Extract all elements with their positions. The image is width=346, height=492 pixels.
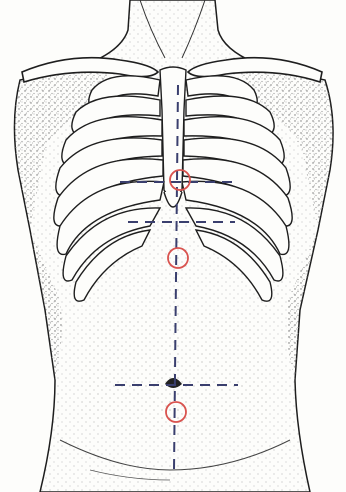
torso-illustration xyxy=(0,0,346,492)
torso-drawing xyxy=(0,0,346,492)
